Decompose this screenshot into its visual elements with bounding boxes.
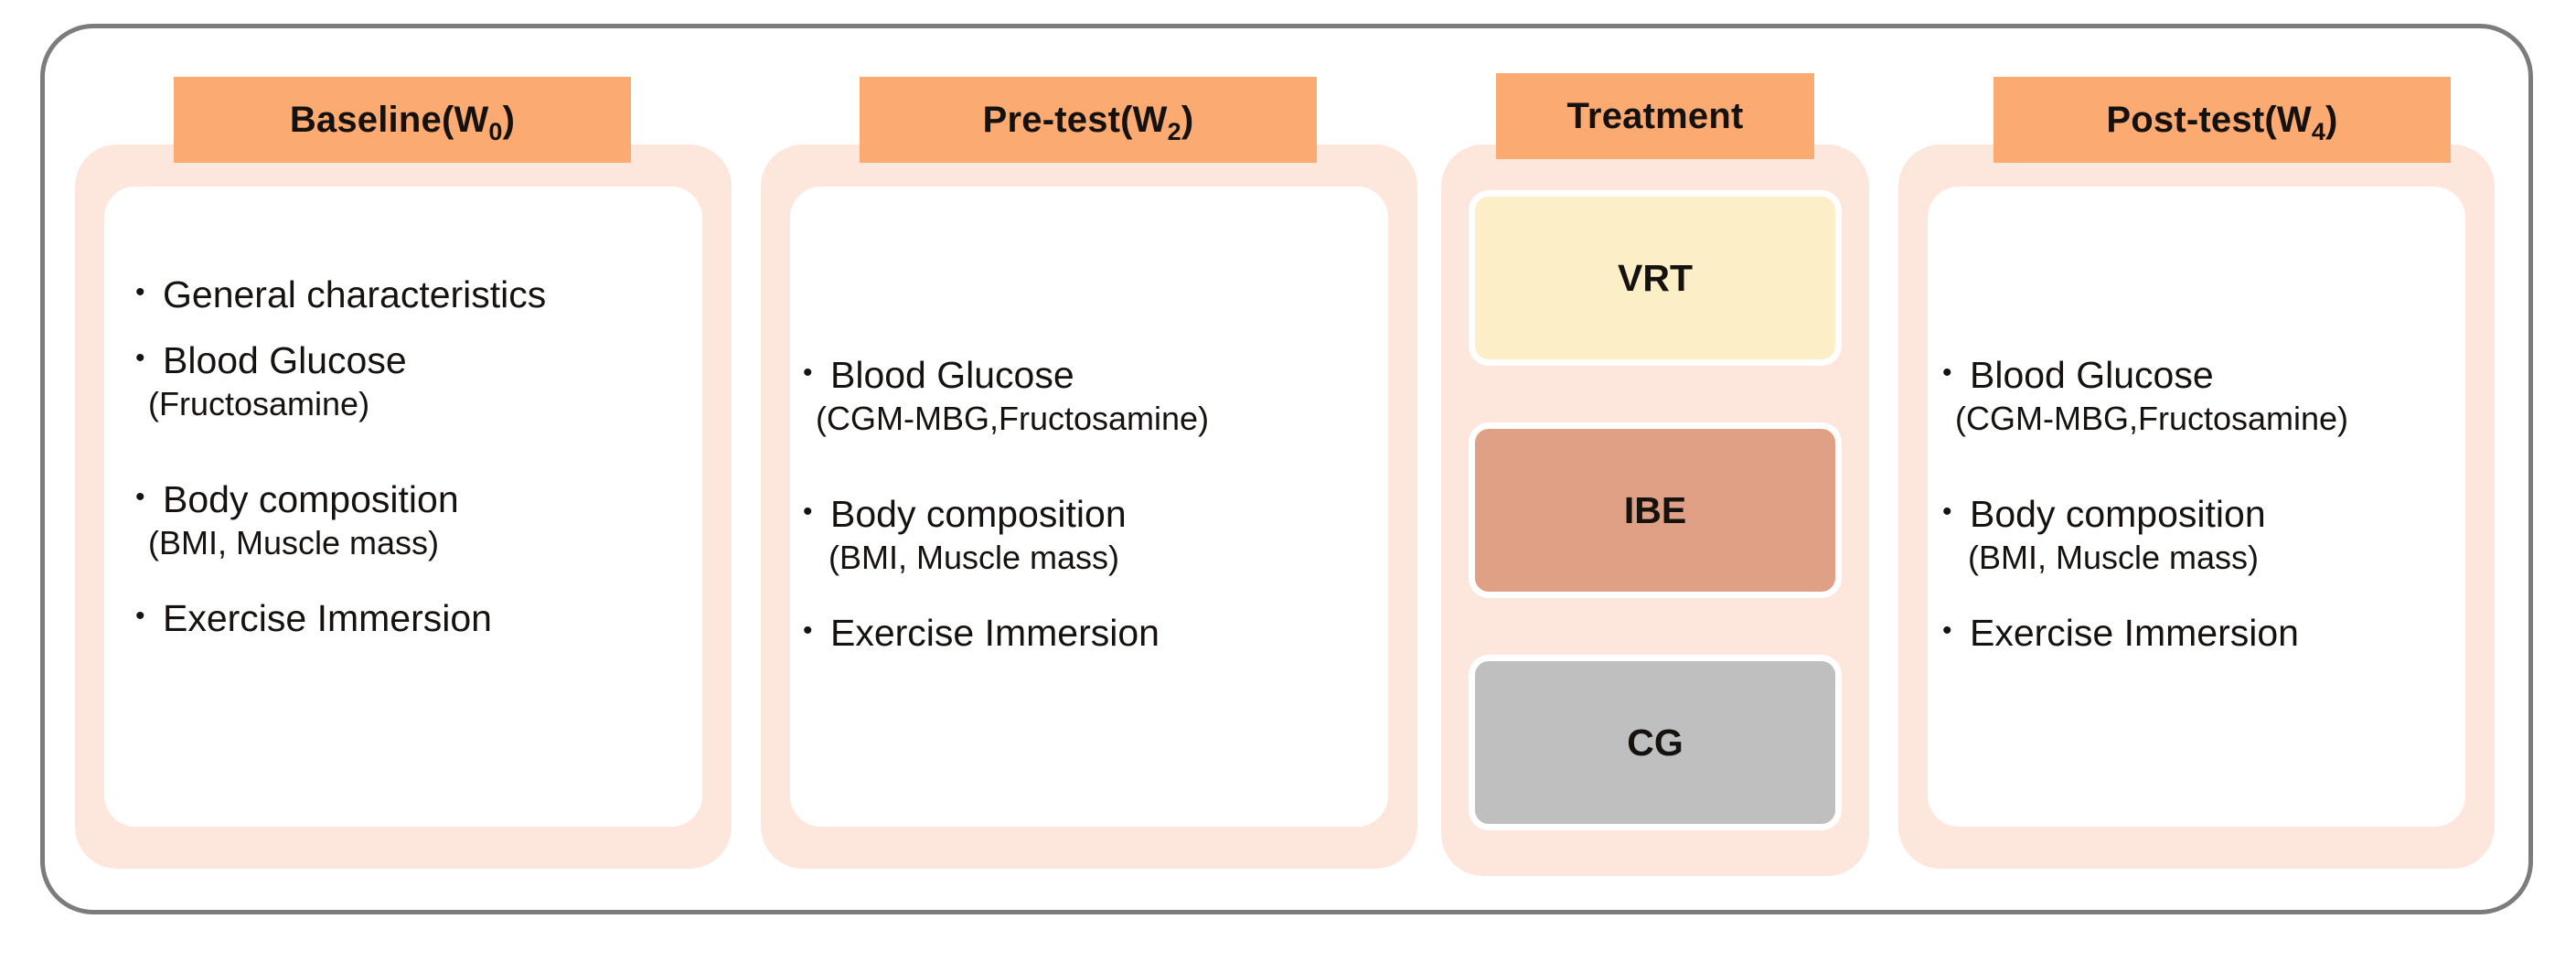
treatment-group-label-ibe: IBE: [1623, 488, 1687, 531]
bullet-icon: •: [135, 482, 145, 512]
bullet-icon: •: [803, 497, 813, 527]
list-item-note: (BMI, Muscle mass): [828, 539, 1120, 576]
list-item: • Blood Glucose: [1942, 355, 2528, 395]
treatment-group-cg[interactable]: CG: [1469, 655, 1842, 830]
list-item-note: (CGM-MBG,Fructosamine): [816, 400, 1210, 437]
bullet-icon: •: [1942, 615, 1952, 646]
bullet-icon: •: [803, 615, 813, 646]
list-item-label: General characteristics: [163, 273, 547, 315]
list-item: • Exercise Immersion: [135, 598, 684, 638]
list-item: • General characteristics: [135, 274, 684, 315]
treatment-group-vrt[interactable]: VRT: [1469, 190, 1842, 366]
stage-header-posttest: Post-test(W4): [1993, 77, 2451, 163]
list-item: • Body composition: [803, 494, 1388, 534]
list-item-label: Body composition: [830, 493, 1127, 535]
bullet-icon: •: [803, 358, 813, 388]
stage-content-baseline: • General characteristics • Blood Glucos…: [135, 274, 684, 638]
stage-panel-baseline: [75, 144, 732, 869]
stage-content-posttest: • Blood Glucose (CGM-MBG,Fructosamine) •…: [1942, 355, 2528, 653]
treatment-group-label-vrt: VRT: [1618, 256, 1693, 299]
stage-header-label-pretest: Pre-test(W: [982, 100, 1168, 140]
stage-header-baseline: Baseline(W0): [174, 77, 631, 163]
stage-panel-inner-pretest: [790, 187, 1388, 827]
list-item-label: Body composition: [163, 478, 459, 520]
stage-panel-inner-baseline: [104, 187, 702, 827]
stage-header-subscript-baseline: 0: [488, 118, 503, 145]
list-item: • Blood Glucose: [803, 355, 1388, 395]
list-item-label: Blood Glucose: [830, 354, 1074, 396]
stage-header-close-pretest: ): [1181, 100, 1194, 140]
list-item-note: (BMI, Muscle mass): [1968, 539, 2260, 576]
stage-header-subscript-pretest: 2: [1167, 118, 1181, 145]
stage-panel-posttest: [1898, 144, 2495, 869]
stage-header-treatment: Treatment: [1496, 73, 1814, 159]
list-item: • Exercise Immersion: [803, 613, 1388, 653]
list-item-label: Body composition: [1970, 493, 2266, 535]
list-item: • Exercise Immersion: [1942, 613, 2528, 653]
bullet-icon: •: [135, 343, 145, 373]
list-item-label: Blood Glucose: [1970, 354, 2214, 396]
stage-panel-pretest: [761, 144, 1417, 869]
bullet-icon: •: [1942, 358, 1952, 388]
treatment-group-label-cg: CG: [1627, 721, 1683, 764]
stage-header-label-posttest: Post-test(W: [2106, 100, 2312, 140]
list-item: • Body composition: [135, 479, 684, 519]
list-item: • Body composition: [1942, 494, 2528, 534]
stage-header-label-treatment: Treatment: [1566, 96, 1744, 136]
stage-header-label-baseline: Baseline(W: [289, 100, 489, 140]
stage-header-close-posttest: ): [2325, 100, 2338, 140]
list-item-label: Exercise Immersion: [830, 612, 1160, 654]
stage-header-close-baseline: ): [502, 100, 516, 140]
treatment-group-ibe[interactable]: IBE: [1469, 422, 1842, 598]
bullet-icon: •: [135, 601, 145, 631]
stage-panel-inner-posttest: [1928, 187, 2465, 827]
list-item-note: (CGM-MBG,Fructosamine): [1955, 400, 2349, 437]
list-item-label: Exercise Immersion: [1970, 612, 2299, 654]
stage-content-pretest: • Blood Glucose (CGM-MBG,Fructosamine) •…: [803, 355, 1388, 653]
stage-header-pretest: Pre-test(W2): [860, 77, 1317, 163]
list-item-label: Exercise Immersion: [163, 597, 492, 639]
list-item-label: Blood Glucose: [163, 339, 407, 381]
list-item-note: (BMI, Muscle mass): [148, 524, 440, 561]
list-item-note: (Fructosamine): [148, 385, 370, 422]
list-item: • Blood Glucose: [135, 340, 684, 380]
stage-header-subscript-posttest: 4: [2311, 118, 2326, 145]
bullet-icon: •: [135, 277, 145, 307]
outer-frame: [40, 24, 2533, 914]
bullet-icon: •: [1942, 497, 1952, 527]
